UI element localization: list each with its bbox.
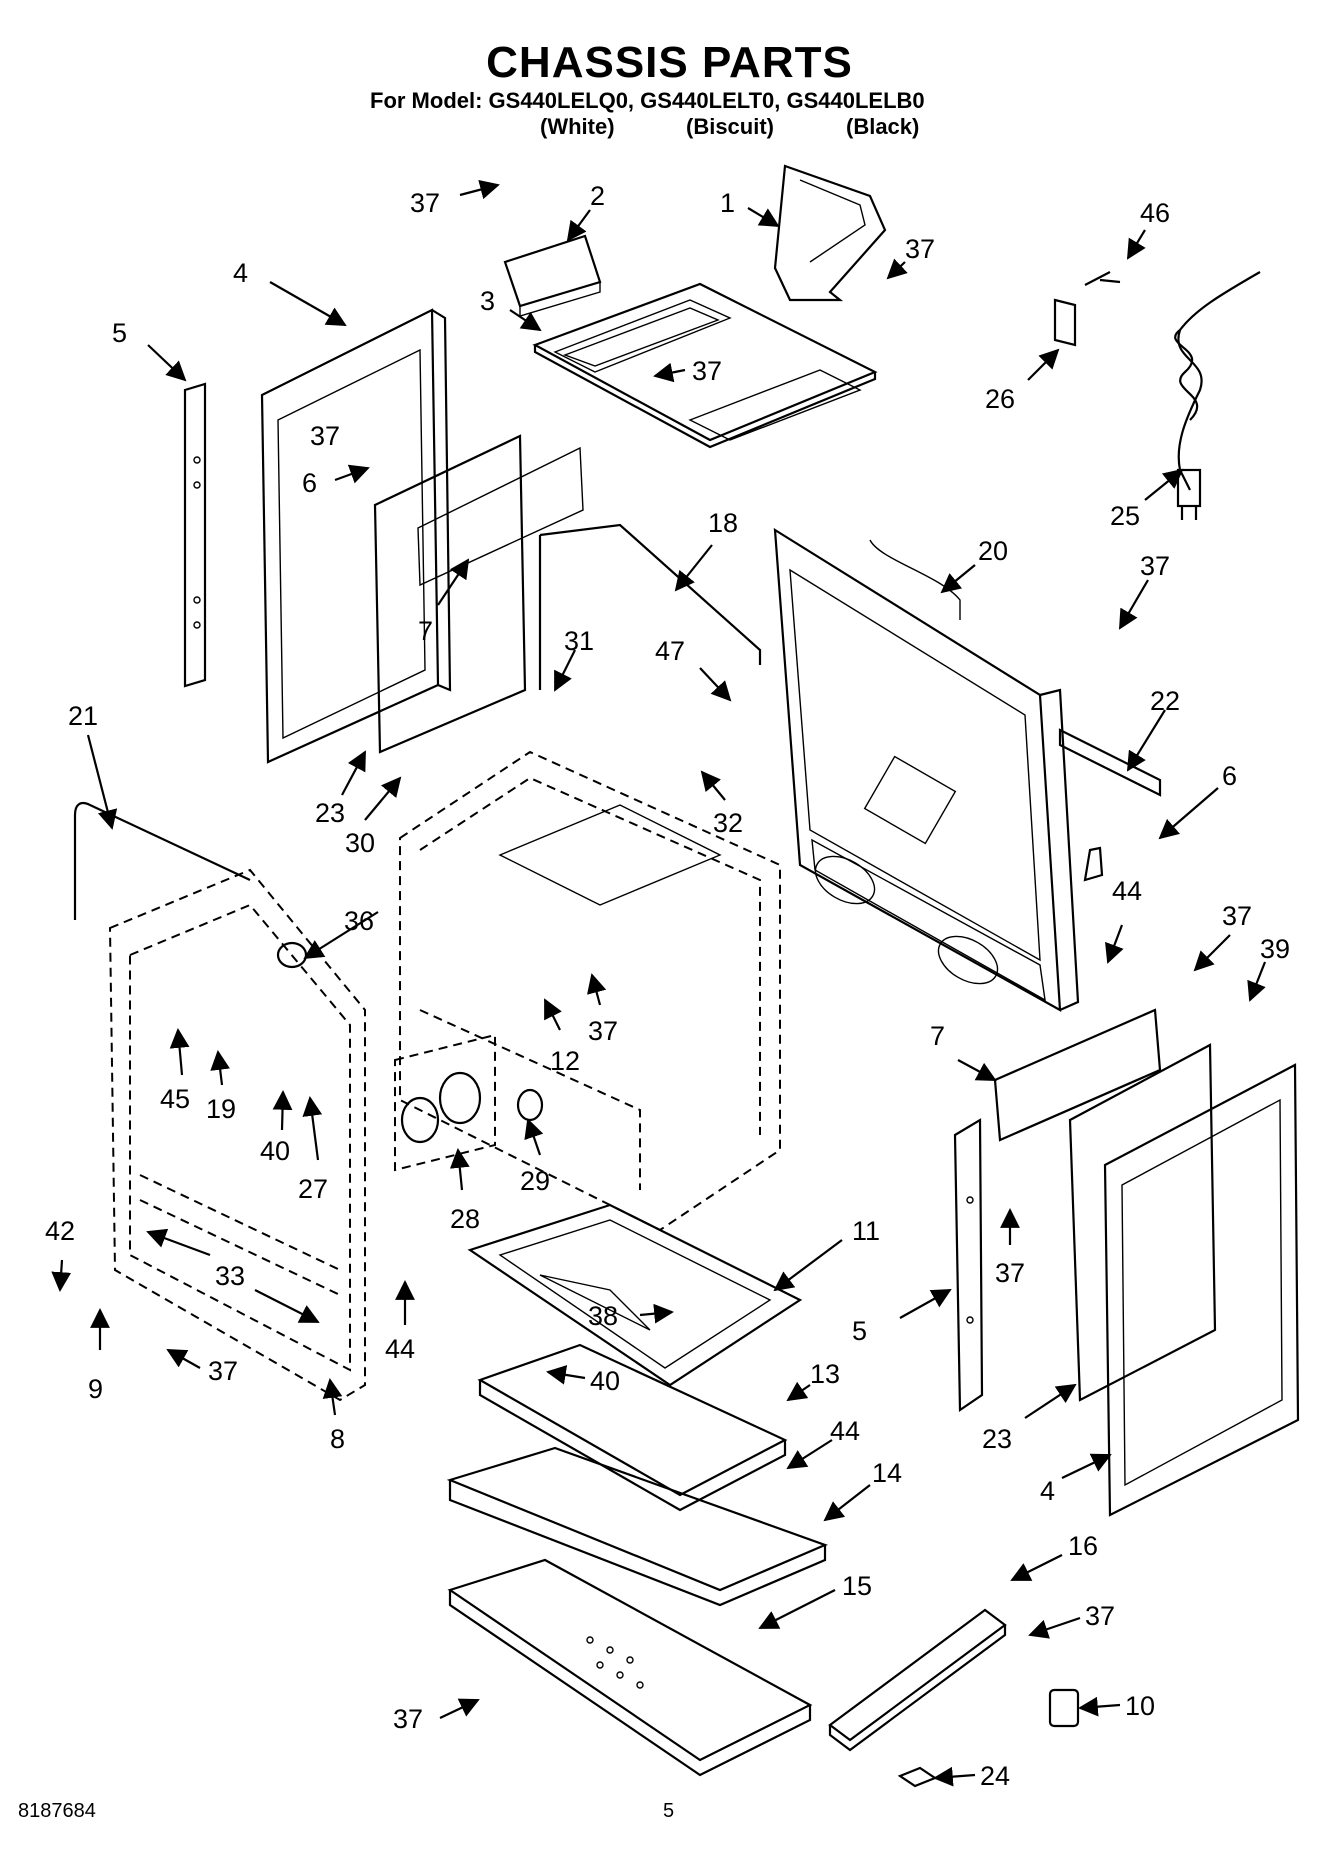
callout-label: 31: [564, 626, 594, 656]
callout-label: 10: [1125, 1691, 1155, 1721]
part-side-trim-left: [183, 382, 207, 688]
callout-label: 20: [978, 536, 1008, 566]
part-vent-duct: [773, 164, 887, 302]
part-side-trim-right: [953, 1118, 984, 1413]
part-heat-shield-right: [1068, 1043, 1217, 1402]
part-power-cord: [1174, 271, 1261, 520]
part-igniter: [394, 1033, 496, 1172]
callout-label: 4: [1040, 1476, 1055, 1506]
callout-label: 14: [872, 1458, 902, 1488]
part-side-panel-right: [1103, 1063, 1300, 1517]
callout-label: 37: [995, 1258, 1025, 1288]
callout-label: 21: [68, 701, 98, 731]
callout-label: 7: [418, 616, 433, 646]
callout-label: 37: [410, 188, 440, 218]
part-spacer: [897, 1766, 938, 1788]
callout-label: 2: [590, 181, 605, 211]
callout-label: 30: [345, 828, 375, 858]
callout-label: 37: [692, 356, 722, 386]
callout-label: 6: [1222, 761, 1237, 791]
part-leveling-rail: [828, 1608, 1007, 1752]
part-clip: [1053, 271, 1121, 347]
callout-label: 5: [112, 318, 127, 348]
part-insulation-left: [373, 434, 584, 754]
part-insulation-right: [993, 1008, 1162, 1142]
part-leveling-leg: [1048, 1688, 1080, 1728]
callout-label: 37: [1140, 551, 1170, 581]
callout-label: 39: [1260, 934, 1290, 964]
callout-label: 37: [310, 421, 340, 451]
callout-label: 42: [45, 1216, 75, 1246]
callout-label: 37: [208, 1356, 238, 1386]
callout-label: 23: [315, 798, 345, 828]
callout-label: 5: [852, 1316, 867, 1346]
callout-label: 12: [550, 1046, 580, 1076]
callout-label: 13: [810, 1359, 840, 1389]
callout-label: 44: [385, 1334, 415, 1364]
callout-label: 29: [520, 1166, 550, 1196]
part-bottom-plate: [447, 1558, 813, 1777]
callout-label: 6: [302, 468, 317, 498]
page-title: CHASSIS PARTS: [486, 38, 853, 87]
part-rear-panel: [773, 527, 1080, 1012]
callout-label: 38: [588, 1301, 618, 1331]
callout-label: 7: [930, 1021, 945, 1051]
callout-label: 37: [588, 1016, 618, 1046]
callout-label: 33: [215, 1261, 245, 1291]
variant-black: (Black): [846, 114, 920, 139]
callout-label: 37: [1222, 901, 1252, 931]
part-drawer: [446, 1446, 829, 1607]
part-oven-cavity: [399, 750, 781, 1232]
part-top-panel: [532, 282, 878, 449]
callout-label: 36: [344, 906, 374, 936]
callout-label: 18: [708, 508, 738, 538]
callout-label: 27: [298, 1174, 328, 1204]
callout-label: 40: [590, 1366, 620, 1396]
callout-label: 1: [720, 188, 735, 218]
callout-label: 15: [842, 1571, 872, 1601]
callout-label: 23: [982, 1424, 1012, 1454]
part-oven-door: [108, 868, 366, 1402]
callout-label: 11: [852, 1216, 880, 1246]
callout-label: 37: [1085, 1601, 1115, 1631]
variant-white: (White): [540, 114, 615, 139]
page-number: 5: [663, 1800, 675, 1822]
doc-number: 8187684: [18, 1800, 96, 1822]
part-rail: [1058, 728, 1162, 882]
callout-label: 45: [160, 1084, 190, 1114]
callout-label: 3: [480, 286, 495, 316]
callout-label: 44: [830, 1416, 860, 1446]
callout-label: 22: [1150, 686, 1180, 716]
part-29-bulb: [516, 1088, 544, 1122]
callout-labels: 37 2 1 37 46 4 3 37 5 37 26 6 25 18 20 3…: [45, 179, 1290, 1791]
part-burner-base: [467, 1203, 803, 1387]
callout-label: 19: [206, 1094, 236, 1124]
callout-label: 44: [1112, 876, 1142, 906]
callout-label: 28: [450, 1204, 480, 1234]
callout-label: 4: [233, 258, 248, 288]
part-gasket: [73, 801, 251, 920]
callout-label: 26: [985, 384, 1015, 414]
callout-label: 25: [1110, 501, 1140, 531]
part-bracket: [503, 234, 602, 317]
part-rear-insulation: [538, 523, 762, 690]
callout-label: 8: [330, 1424, 345, 1454]
variant-biscuit: (Biscuit): [686, 114, 774, 139]
callout-label: 16: [1068, 1531, 1098, 1561]
callout-label: 32: [713, 808, 743, 838]
callout-label: 37: [393, 1704, 423, 1734]
callout-label: 47: [655, 636, 685, 666]
model-line: For Model: GS440LELQ0, GS440LELT0, GS440…: [370, 88, 925, 113]
callout-label: 46: [1140, 198, 1170, 228]
part-side-panel-left: [260, 308, 452, 764]
callout-label: 9: [88, 1374, 103, 1404]
callout-label: 37: [905, 234, 935, 264]
part-broiler-pan: [477, 1343, 788, 1512]
callout-label: 24: [980, 1761, 1010, 1791]
callout-label: 40: [260, 1136, 290, 1166]
